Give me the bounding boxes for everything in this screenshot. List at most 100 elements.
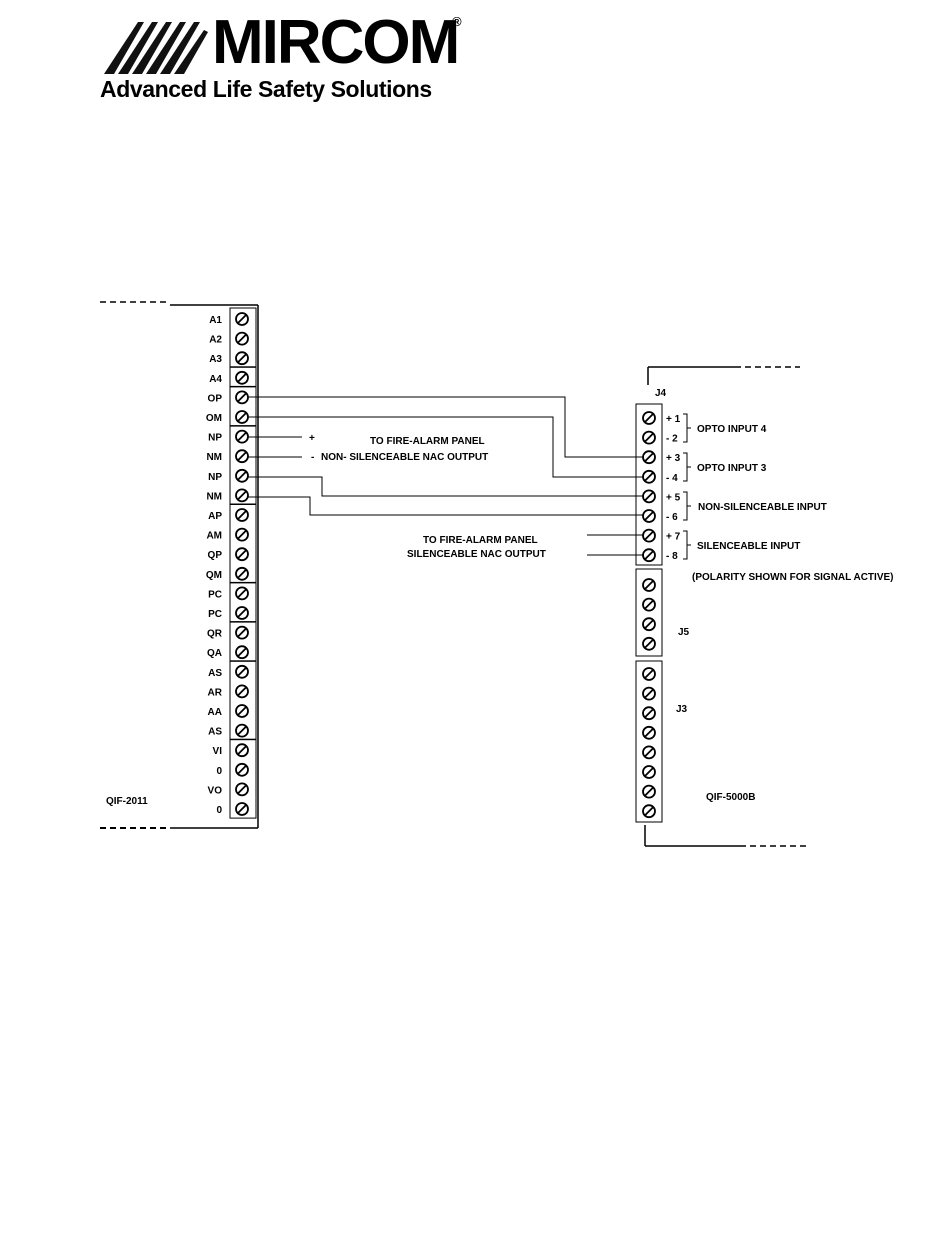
terminal-screw-icon (235, 429, 249, 444)
terminal-screw-icon (642, 745, 656, 760)
terminal-label: QP (208, 550, 223, 561)
terminal-screw-icon (235, 586, 249, 601)
wire-nm-to-minus6 (248, 496, 644, 516)
terminal-screw-icon (235, 704, 249, 718)
j4-pin-label: + 7 (666, 532, 681, 543)
left-terminal-group (229, 581, 257, 623)
terminal-screw-icon (642, 450, 656, 465)
terminal-screw-icon (642, 765, 656, 779)
right-board-name: QIF-5000B (706, 792, 755, 803)
j4-pin-label: - 6 (666, 512, 678, 523)
j5-label: J5 (678, 627, 690, 638)
j4-pin-label: + 3 (666, 453, 681, 464)
left-terminal-group (229, 738, 257, 819)
terminal-label: NM (206, 491, 222, 502)
terminal-label: PC (208, 609, 222, 620)
terminal-label: NM (206, 452, 222, 463)
terminal-screw-icon (642, 578, 656, 592)
terminal-screw-icon (642, 667, 656, 681)
input-label-opto-4: OPTO INPUT 4 (697, 424, 767, 435)
left-board-name: QIF-2011 (106, 796, 148, 807)
wire-op-to-plus3 (248, 396, 644, 458)
terminal-label: PC (208, 589, 222, 600)
terminal-screw-icon (235, 370, 249, 385)
brand-wordmark: MIRCOM (212, 8, 460, 77)
terminal-screw-icon (235, 802, 249, 816)
terminal-label: 0 (216, 766, 222, 777)
terminal-label: A2 (209, 335, 222, 346)
terminal-screw-icon (642, 617, 656, 632)
left-board-outline (100, 301, 259, 829)
terminal-screw-icon (235, 664, 249, 679)
j3-label: J3 (676, 704, 688, 715)
terminal-screw-icon (235, 743, 249, 758)
j4-pin-label: - 2 (666, 434, 678, 445)
nac-plus-sign: + (309, 433, 315, 444)
terminal-label: VI (213, 746, 223, 757)
terminal-screw-icon (235, 488, 249, 503)
terminal-screw-icon (235, 645, 249, 660)
terminal-screw-icon (642, 469, 656, 484)
nac-minus-sign: - (311, 452, 314, 463)
terminal-label: AR (208, 687, 223, 698)
terminal-label: QM (206, 570, 222, 581)
j4-pin-label: + 1 (666, 414, 681, 425)
terminal-screw-icon (642, 489, 656, 504)
terminal-label: NP (208, 472, 222, 483)
terminal-screw-icon (642, 636, 656, 651)
input-brackets (683, 413, 691, 560)
terminal-screw-icon (642, 784, 656, 799)
left-terminal-block: A1A2A3A4OPOMNPNMNPNMAPAMQPQMPCPCQRQAASAR… (206, 307, 257, 819)
terminal-screw-icon (235, 527, 249, 542)
mircom-logo: MIRCOM ® Advanced Life Safety Solutions (100, 10, 470, 105)
terminal-label: AM (206, 531, 222, 542)
terminal-label: OP (208, 393, 223, 404)
terminal-label: A3 (209, 354, 222, 365)
terminal-screw-icon (642, 548, 656, 563)
input-label-silenceable: SILENCEABLE INPUT (697, 541, 800, 552)
terminal-screw-icon (235, 547, 249, 562)
terminal-screw-icon (235, 606, 249, 620)
wire-om-to-minus4 (248, 416, 644, 478)
right-terminal-block: + 1 - 2 + 3 - 4 + 5 - 6 + 7 - 8 (642, 411, 681, 819)
terminal-label: AS (208, 727, 222, 738)
left-terminal-group (229, 503, 257, 584)
terminal-label: AA (208, 707, 222, 718)
terminal-screw-icon (235, 410, 249, 424)
terminal-label: 0 (216, 805, 222, 816)
silenceable-note-line1: TO FIRE-ALARM PANEL (423, 535, 538, 546)
terminal-screw-icon (235, 351, 249, 366)
left-terminal-group (229, 307, 257, 368)
silenceable-note-line2: SILENCEABLE NAC OUTPUT (407, 549, 546, 560)
terminal-screw-icon (642, 804, 656, 819)
j4-pin-label: - 4 (666, 473, 678, 484)
terminal-screw-icon (642, 509, 656, 523)
j4-pin-label: - 8 (666, 551, 678, 562)
terminal-label: VO (208, 785, 223, 796)
terminal-label: A1 (209, 315, 222, 326)
j4-label: J4 (655, 388, 667, 399)
terminal-screw-icon (235, 312, 249, 326)
nac-note-line1: TO FIRE-ALARM PANEL (370, 436, 485, 447)
j4-pin-label: + 5 (666, 492, 681, 503)
terminal-screw-icon (642, 597, 656, 612)
terminal-label: QR (207, 629, 223, 640)
terminal-screw-icon (235, 390, 249, 405)
terminal-screw-icon (642, 725, 656, 740)
polarity-note: (POLARITY SHOWN FOR SIGNAL ACTIVE) (692, 572, 893, 583)
terminal-screw-icon (235, 449, 249, 464)
terminal-screw-icon (235, 508, 249, 522)
registered-mark: ® (452, 14, 462, 29)
terminal-label: AS (208, 668, 222, 679)
terminal-screw-icon (235, 468, 249, 483)
terminal-screw-icon (235, 782, 249, 797)
terminal-label: NP (208, 433, 222, 444)
terminal-screw-icon (642, 430, 656, 445)
diagonal-stripes-logo-icon (104, 22, 208, 74)
terminal-screw-icon (235, 566, 249, 581)
terminal-label: QA (207, 648, 222, 659)
terminal-screw-icon (642, 686, 656, 701)
terminal-screw-icon (235, 723, 249, 738)
terminal-screw-icon (235, 625, 249, 640)
nac-note-line2: NON- SILENCEABLE NAC OUTPUT (321, 452, 488, 463)
